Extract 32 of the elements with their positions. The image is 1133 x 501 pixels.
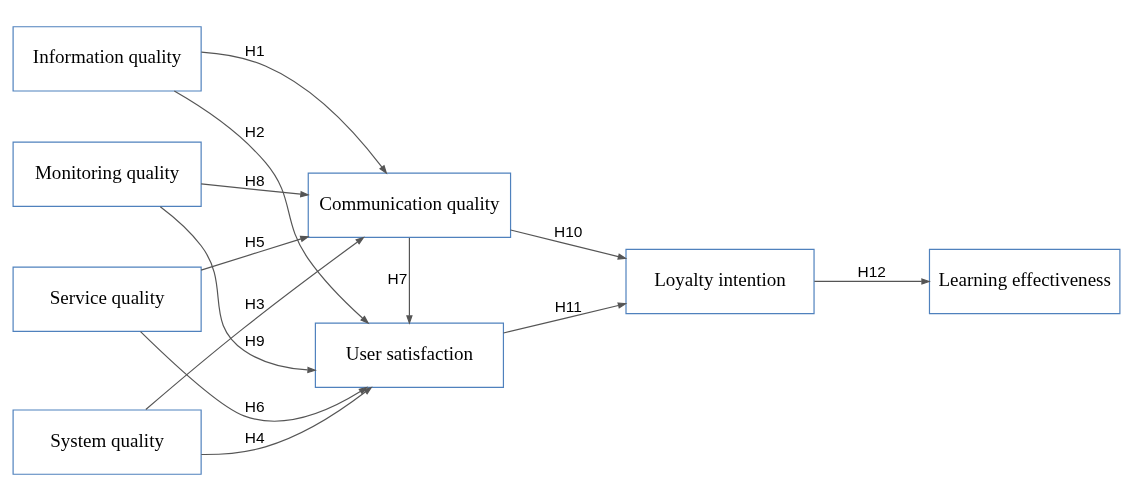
node-box: Loyalty intention [625, 248, 815, 315]
edge-label: H5 [244, 233, 265, 251]
node-box: Learning effectiveness [928, 248, 1121, 315]
node-box: Information quality [12, 26, 202, 92]
arrow [200, 386, 373, 456]
edge-label: H11 [554, 297, 582, 315]
node-box: Service quality [12, 266, 202, 333]
edge-label: H4 [244, 428, 265, 446]
arrow [139, 331, 369, 422]
edge-label: H1 [244, 41, 265, 59]
arrow [200, 51, 388, 175]
edge-label: H2 [244, 122, 265, 140]
arrow [145, 236, 365, 411]
arrow [200, 235, 310, 271]
arrow [406, 237, 413, 325]
arrow [159, 206, 317, 374]
edge-label: H6 [244, 397, 265, 415]
node-box: Communication quality [307, 172, 512, 238]
edge-label: H10 [554, 222, 583, 240]
arrow [200, 183, 310, 198]
node-box: System quality [12, 409, 202, 475]
node-box: User satisfaction [314, 322, 504, 388]
arrow [510, 229, 628, 260]
node-box: Monitoring quality [12, 141, 202, 208]
edge-label: H9 [244, 332, 265, 350]
edge-label: H8 [244, 171, 265, 189]
arrow [502, 302, 628, 334]
edge-label: H7 [387, 270, 408, 288]
edge-label: H12 [857, 263, 886, 281]
edge-label: H3 [244, 295, 265, 313]
arrow [173, 90, 370, 325]
arrow [813, 278, 931, 285]
